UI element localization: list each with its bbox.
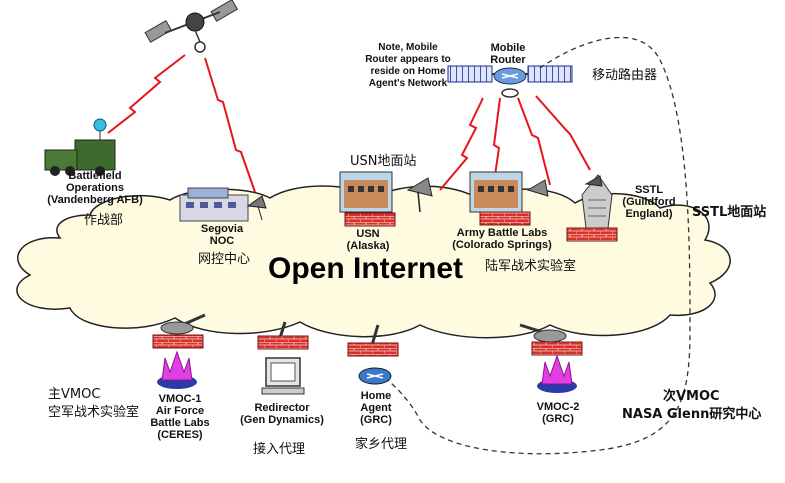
sstl-label: SSTL (Guildford England) (622, 184, 676, 220)
firewall-icon (479, 211, 531, 226)
field-vehicle-icon (44, 118, 116, 176)
cloud-title: Open Internet (268, 252, 464, 285)
router-note: Note, Mobile Router appears to reside on… (365, 42, 451, 89)
mobile-router-icon (447, 65, 573, 98)
wireless-links (107, 54, 591, 193)
firewall-icon (347, 342, 399, 357)
sstl-tower-icon (581, 174, 613, 229)
home-proxy-label: 家乡代理 (355, 437, 408, 452)
firewall-icon (566, 227, 618, 242)
building-icon (179, 187, 267, 222)
router-icon (358, 367, 392, 385)
home-agent-label: Home Agent (GRC) (360, 390, 392, 426)
usn-station-icon (339, 171, 433, 213)
combat-dept-label: 作战部 (84, 213, 124, 228)
mobile-router-cn-label: 移动路由器 (592, 68, 658, 83)
redirector-label: Redirector (Gen Dynamics) (240, 402, 324, 426)
vmoc2-label: VMOC-2 (GRC) (536, 401, 580, 425)
usn-label: USN (Alaska) (346, 228, 390, 252)
access-proxy-label: 接入代理 (253, 442, 306, 457)
army-lab-label: 陆军战术实验室 (485, 259, 577, 274)
vmoc1-label: VMOC-1 Air Force Battle Labs (CERES) (150, 393, 210, 441)
mobile-router-label: Mobile Router (490, 42, 526, 66)
network-center-label: 网控中心 (198, 252, 251, 267)
computer-icon (261, 357, 305, 395)
usn-ground-station-label: USN地面站 (350, 154, 417, 169)
secondary-vmoc-label: 次VMOC (663, 389, 720, 404)
army-label: Army Battle Labs (Colorado Springs) (452, 227, 552, 251)
segovia-label: Segovia NOC (200, 223, 244, 247)
sstl-ground-station-label: SSTL地面站 (692, 205, 767, 220)
af-lab-label: 空军战术实验室 (48, 405, 140, 420)
primary-vmoc-label: 主VMOC (48, 387, 101, 402)
army-station-icon (469, 171, 549, 213)
server-cluster-icon (531, 329, 583, 393)
server-cluster-icon (152, 321, 204, 389)
nasa-center-label: NASA Glenn研究中心 (622, 407, 762, 422)
internet-cloud (16, 185, 731, 339)
satellite-icon (144, 0, 239, 53)
firewall-icon (344, 212, 396, 227)
battlefield-label: Battlefield Operations (Vandenberg AFB) (47, 170, 143, 206)
firewall-icon (257, 335, 309, 350)
